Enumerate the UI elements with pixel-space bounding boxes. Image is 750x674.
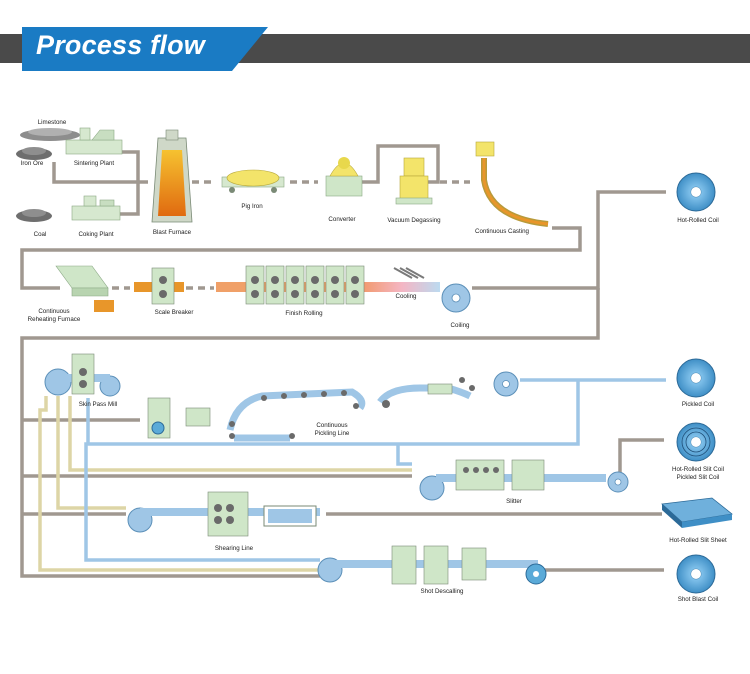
label-blast-furnace: Blast Furnace — [153, 229, 192, 236]
slit-coil-icon — [676, 422, 716, 462]
label-pickling-2: Pickling Line — [315, 430, 350, 437]
continuous-caster — [475, 141, 549, 227]
slitter-line — [419, 459, 629, 501]
converter — [325, 157, 363, 197]
label-pickled-coil: Pickled Coil — [682, 401, 714, 408]
page-title: Process flow — [36, 30, 205, 60]
shearing-line — [127, 491, 320, 537]
label-skin-pass-mill: Skin Pass Mill — [79, 401, 118, 408]
label-pickling-1: Continuous — [316, 422, 347, 429]
label-coiling: Coiling — [451, 322, 470, 329]
blue-flow-lines — [84, 378, 666, 562]
label-scale-breaker: Scale Breaker — [155, 309, 194, 316]
label-iron-ore: Iron Ore — [21, 160, 44, 167]
iron-ore-pile — [16, 147, 52, 160]
coking-plant — [71, 195, 121, 221]
shot-descaling-line — [317, 545, 547, 585]
label-converter: Converter — [328, 216, 355, 223]
finish-rolling-mill — [216, 265, 440, 305]
label-finish-rolling: Finish Rolling — [285, 310, 323, 317]
header-tab — [22, 27, 268, 71]
scale-breaker — [134, 267, 184, 305]
label-pig-iron: Pig Iron — [241, 203, 263, 210]
label-reheating-2: Reheating Furnace — [28, 316, 81, 323]
cooling-sprays — [393, 267, 425, 279]
hot-rolled-coil-icon — [676, 172, 716, 212]
label-sintering-plant: Sintering Plant — [74, 160, 115, 167]
vacuum-degasser — [395, 157, 433, 205]
limestone-pile — [20, 128, 80, 141]
label-reheating-1: Continuous — [38, 308, 69, 315]
label-hot-rolled-coil: Hot-Rolled Coil — [677, 217, 719, 224]
label-cooling: Cooling — [396, 293, 418, 300]
label-coal: Coal — [34, 231, 47, 238]
label-continuous-casting: Continuous Casting — [475, 228, 530, 235]
skin-pass-mill — [44, 353, 121, 397]
label-slit-sheet: Hot-Rolled Slit Sheet — [669, 537, 727, 544]
sintering-plant — [65, 127, 123, 155]
shot-blast-coil-icon — [676, 554, 716, 594]
blast-furnace — [151, 129, 193, 223]
tan-flow-lines — [38, 396, 412, 572]
labels: Limestone Iron Ore Sintering Plant Coal … — [21, 119, 727, 603]
label-slit-coil-1: Hot-Rolled Slit Coil — [672, 466, 724, 473]
label-shot-blast-coil: Shot Blast Coil — [678, 596, 719, 603]
label-coking-plant: Coking Plant — [78, 231, 113, 238]
label-slitter: Slitter — [506, 498, 522, 505]
label-shot-descaling: Shot Descalling — [421, 588, 465, 595]
coal-pile — [16, 209, 52, 222]
slit-sheet-icon — [661, 497, 733, 528]
pickling-line — [147, 371, 519, 442]
coiler — [441, 283, 471, 313]
reheating-furnace — [55, 265, 114, 312]
pickled-coil-icon — [676, 358, 716, 398]
label-shearing-line: Shearing Line — [215, 545, 254, 552]
label-vacuum-degassing: Vacuum Degassing — [387, 217, 441, 224]
label-slit-coil-2: Pickled Slit Coil — [677, 474, 720, 481]
label-limestone: Limestone — [38, 119, 67, 126]
pig-iron-car — [221, 169, 285, 193]
